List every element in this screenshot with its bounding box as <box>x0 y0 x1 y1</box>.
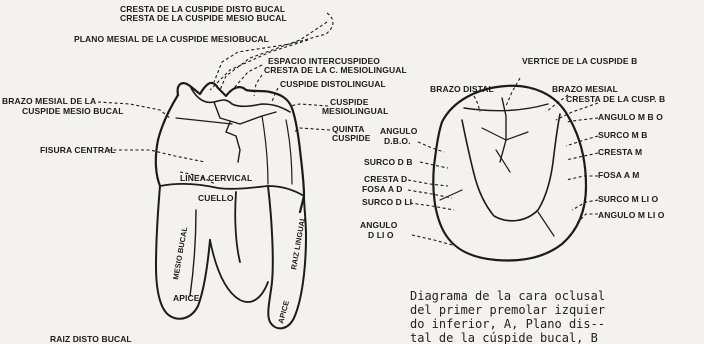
label-raiz-disto-bucal: RAIZ DISTO BUCAL <box>50 334 132 344</box>
label-angulo-mbo: ANGULO M B O <box>598 112 663 122</box>
tooth-labels: CRESTA DE LA CUSPIDE DISTO BUCAL CRESTA … <box>2 4 407 344</box>
label-surco-dli: SURCO D LI <box>362 197 412 207</box>
label-angulo-mlio: ANGULO M LI O <box>598 210 665 220</box>
occlusal-view <box>433 86 586 261</box>
label-mesio-bucal: MESIO BUCAL <box>171 226 189 281</box>
label-surco-mb: SURCO M B <box>598 130 648 140</box>
label-cuello: CUELLO <box>198 193 234 203</box>
label-brazo-distal: BRAZO DISTAL <box>430 84 494 94</box>
caption: Diagrama de la cara oclusal del primer p… <box>410 289 605 344</box>
label-quinta-cuspide-line2: CUSPIDE <box>332 133 371 143</box>
label-vertice-cuspide-b: VERTICE DE LA CUSPIDE B <box>522 56 637 66</box>
label-apice-left: APICE <box>173 293 200 303</box>
label-cuspide-mesiolingual-line2: MESIOLINGUAL <box>322 106 388 116</box>
label-apice-right: APICE <box>276 300 291 325</box>
label-brazo-mesial-line2: CUSPIDE MESIO BUCAL <box>22 106 124 116</box>
label-cresta-m: CRESTA M <box>598 147 642 157</box>
label-cresta-mesiolingual: CRESTA DE LA C. MESIOLINGUAL <box>264 65 407 75</box>
caption-line2: del primer premolar izquier <box>410 303 605 317</box>
label-angulo-dlio-line1: ANGULO <box>360 220 398 230</box>
occlusal-labels: VERTICE DE LA CUSPIDE B BRAZO DISTAL BRA… <box>360 56 665 240</box>
label-cresta-cusp-b: CRESTA DE LA CUSP. B <box>566 94 665 104</box>
label-angulo-dbo-line1: ANGULO <box>380 126 418 136</box>
label-fisura-central: FISURA CENTRAL <box>40 145 116 155</box>
caption-line1: Diagrama de la cara oclusal <box>410 289 605 303</box>
caption-line4: tal de la cúspide bucal, B <box>410 331 598 344</box>
label-fosa-ad: FOSA A D <box>362 184 402 194</box>
label-cresta-d: CRESTA D <box>364 174 407 184</box>
molar-side-view <box>156 83 306 329</box>
label-angulo-dbo-line2: D.B.O. <box>384 136 411 146</box>
label-fosa-am: FOSA A M <box>598 170 639 180</box>
label-brazo-mesial: BRAZO MESIAL <box>552 84 618 94</box>
label-cuspide-distolingual: CUSPIDE DISTOLINGUAL <box>280 79 386 89</box>
label-linea-cervical: LINEA CERVICAL <box>180 173 252 183</box>
label-angulo-dlio-line2: D LI O <box>368 230 394 240</box>
caption-line3: do inferior, A, Plano dis-- <box>410 317 605 331</box>
label-cresta-mesio-bucal: CRESTA DE LA CUSPIDE MESIO BUCAL <box>120 13 287 23</box>
label-surco-db: SURCO D B <box>364 157 413 167</box>
label-plano-mesial: PLANO MESIAL DE LA CUSPIDE MESIOBUCAL <box>74 34 269 44</box>
label-brazo-mesial-line1: BRAZO MESIAL DE LA <box>2 96 96 106</box>
label-surco-mlo: SURCO M LI O <box>598 194 659 204</box>
